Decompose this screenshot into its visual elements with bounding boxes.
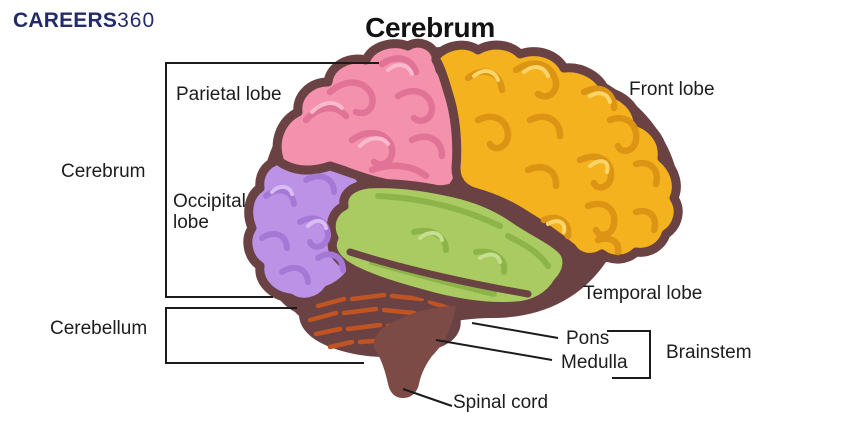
label-cerebellum: Cerebellum — [50, 318, 148, 339]
spinal-cord-leader-line — [402, 388, 453, 407]
label-occipital-lobe: Occipital lobe — [173, 191, 246, 233]
medulla-leader-line — [435, 339, 553, 361]
frontal-lobe-shape — [431, 40, 683, 264]
logo-careers-text: CAREERS — [13, 9, 118, 32]
temporal-highlights — [418, 231, 502, 264]
label-temporal-lobe: Temporal lobe — [583, 283, 703, 304]
frontal-highlights — [472, 65, 612, 234]
parietal-gyri — [302, 55, 446, 180]
temporal-lobe-shape — [326, 179, 572, 312]
label-pons: Pons — [566, 328, 610, 349]
logo-360-text: 360 — [117, 9, 156, 32]
occipital-highlights — [270, 185, 328, 230]
label-medulla: Medulla — [561, 352, 628, 373]
label-brainstem: Brainstem — [666, 342, 752, 363]
page-title: Cerebrum — [365, 12, 495, 43]
pons-leader-line — [471, 322, 559, 339]
label-cerebrum: Cerebrum — [61, 161, 146, 182]
temporal-sulcus — [346, 248, 532, 298]
cerebellum-bracket — [165, 307, 364, 364]
brainstem-bracket — [607, 330, 651, 379]
label-front-lobe: Front lobe — [629, 79, 715, 100]
parietal-highlights — [310, 63, 414, 148]
brainstem-shape — [373, 306, 456, 398]
careers360-logo: CAREERS360 — [13, 9, 155, 33]
label-parietal-lobe: Parietal lobe — [176, 84, 282, 105]
occipital-gyri — [259, 173, 346, 285]
cerebrum-bracket — [165, 62, 379, 298]
label-spinal-cord: Spinal cord — [453, 392, 549, 413]
frontal-gyri — [464, 60, 661, 256]
